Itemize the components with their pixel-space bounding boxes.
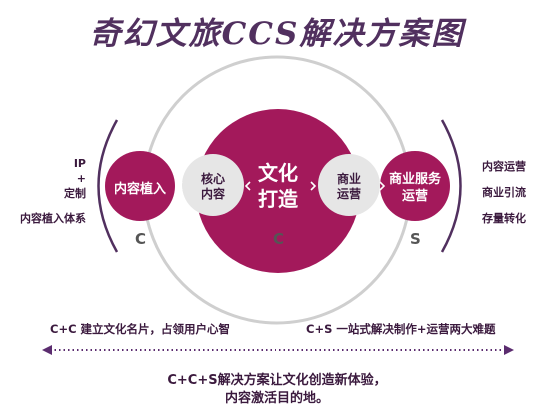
- footer-text: C+C+S解决方案让文化创造新体验， 内容激活目的地。: [0, 372, 554, 408]
- right-item-list: 内容运营 商业引流 存量转化: [482, 154, 552, 232]
- right-bracket: [440, 119, 462, 253]
- center-letter: C: [273, 230, 285, 248]
- right-item: 商业引流: [482, 186, 526, 199]
- right-mid-circle: [318, 154, 380, 216]
- page-title: 奇幻文旅CCS解决方案图: [89, 16, 465, 52]
- left-arrow-head-icon: [42, 345, 52, 355]
- right-item: 内容运营: [482, 160, 526, 173]
- chevron-left-inner-icon: [244, 181, 251, 191]
- right-arrow-head-icon: [504, 345, 514, 355]
- left-item: 定制: [64, 187, 86, 200]
- chevron-left-outer-icon: [176, 181, 183, 191]
- left-mid-node-label: 核心 内容: [200, 172, 225, 201]
- left-item: 内容植入体系: [20, 212, 86, 225]
- right-letter: S: [410, 230, 421, 248]
- right-note: C+S 一站式解决制作+运营两大难题: [306, 322, 496, 336]
- left-item: +: [76, 172, 86, 185]
- left-bracket: [97, 119, 119, 253]
- left-circle: [105, 151, 175, 221]
- right-node-label: 商业服务 运营: [388, 172, 441, 204]
- right-item: 存量转化: [482, 212, 526, 225]
- left-item-list: IP + 定制 内容植入体系: [6, 156, 86, 226]
- left-note: C+C 建立文化名片，占领用户心智: [50, 322, 231, 336]
- chevron-right-inner-icon: [310, 181, 317, 191]
- left-letter: C: [135, 230, 147, 248]
- right-mid-node-label: 商业 运营: [336, 172, 361, 201]
- footer-line: C+C+S解决方案让文化创造新体验，: [167, 373, 387, 388]
- footer-line: 内容激活目的地。: [224, 391, 329, 406]
- left-node-label: 内容植入: [113, 182, 166, 197]
- right-circle: [380, 151, 450, 221]
- center-node-label: 文化 打造: [258, 161, 298, 211]
- center-circle: [196, 109, 360, 273]
- left-item-spacer: [6, 201, 86, 211]
- left-item: IP: [73, 157, 86, 170]
- chevron-right-outer-icon: [379, 181, 386, 191]
- left-mid-circle: [182, 154, 244, 216]
